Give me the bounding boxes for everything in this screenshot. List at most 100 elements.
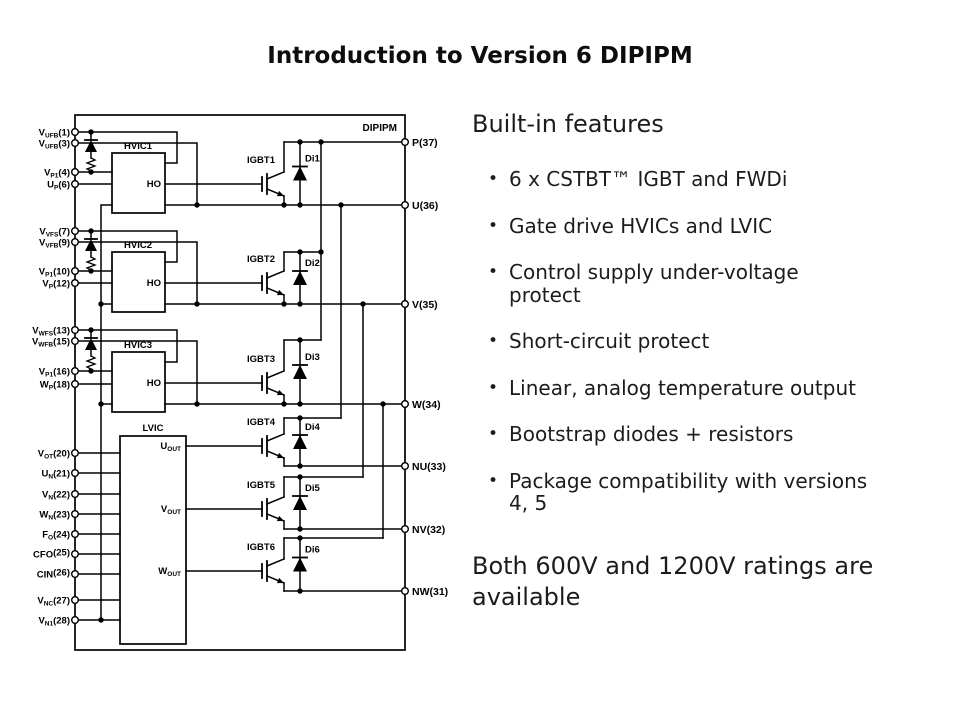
junction-dot xyxy=(297,535,303,541)
junction-dot xyxy=(88,129,94,135)
igbt-label: IGBT6 xyxy=(247,542,275,553)
bullet-icon: • xyxy=(488,169,499,189)
wire xyxy=(74,131,178,164)
symbol-fill xyxy=(276,190,284,197)
pin-circle xyxy=(70,179,79,188)
pin-label: FO(24) xyxy=(42,530,70,542)
symbol-fill xyxy=(293,496,307,510)
pin-circle xyxy=(70,167,79,176)
pin-circle xyxy=(401,462,410,471)
feature-item: • 6 x CSTBT™ IGBT and FWDi xyxy=(488,168,950,191)
junction-dot xyxy=(297,401,303,407)
feature-item: •Short-circuit protect xyxy=(488,330,950,353)
pin-label: VWFB(15) xyxy=(32,337,70,349)
symbol-fill xyxy=(276,289,284,296)
symbol-fill xyxy=(276,515,284,522)
symbol-fill xyxy=(276,452,284,459)
block-name: HVIC1 xyxy=(124,141,153,152)
pin-circle xyxy=(70,337,79,346)
feature-item-text: 6 x CSTBT™ IGBT and FWDi xyxy=(509,167,788,191)
symbol-fill xyxy=(293,271,307,285)
symbol-fill xyxy=(85,239,97,251)
pin-label: VVFB(9) xyxy=(39,238,70,250)
feature-item-text: Gate drive HVICs and LVIC xyxy=(509,213,773,238)
pin-label: V(35) xyxy=(412,299,438,311)
junction-dot xyxy=(297,463,303,469)
bullet-icon: • xyxy=(488,377,499,398)
junction-dot xyxy=(281,401,287,407)
pin-label: NU(33) xyxy=(412,461,446,473)
hvic-box xyxy=(111,152,166,214)
block-name: HVIC2 xyxy=(124,240,152,251)
diode-label: Di6 xyxy=(305,545,320,556)
diode-label: Di4 xyxy=(305,422,321,433)
pin-label: U(36) xyxy=(412,200,438,212)
igbt-label: IGBT3 xyxy=(247,354,275,365)
feature-item: •Bootstrap diodes + resistors xyxy=(488,423,950,446)
pin-label: VP1(4) xyxy=(44,168,70,180)
junction-dot xyxy=(88,169,94,175)
diode-label: Di1 xyxy=(305,154,321,165)
features-panel: Built-in features •6 x CSTBT™ IGBT and F… xyxy=(472,110,950,637)
junction-dot xyxy=(98,401,104,407)
pin-label: WP(18) xyxy=(40,380,70,392)
igbt-symbol xyxy=(266,433,285,442)
junction-dot xyxy=(297,301,303,307)
pin-circle xyxy=(70,449,79,458)
pin-circle xyxy=(70,510,79,519)
pin-label: VUFB(1) xyxy=(39,128,70,140)
junction-dot xyxy=(318,139,324,145)
pin-label: UN(21) xyxy=(42,469,70,481)
circuit-svg: DIPIPMHVIC1HOHVIC2HOHVIC3HOLVICUOUTVOUTW… xyxy=(32,114,448,651)
pin-circle xyxy=(70,237,79,246)
pin-circle xyxy=(70,127,79,136)
igbt-symbol xyxy=(266,496,285,505)
junction-dot xyxy=(281,301,287,307)
junction-dot xyxy=(88,327,94,333)
junction-dot xyxy=(98,617,104,623)
junction-dot xyxy=(297,474,303,480)
feature-item-text: Bootstrap diodes + resistors xyxy=(509,422,794,446)
pin-circle xyxy=(70,570,79,579)
symbol-fill xyxy=(293,166,307,181)
feature-item: •Control supply under-voltage protect xyxy=(488,261,950,306)
pin-label: UP(6) xyxy=(47,180,70,192)
bullet-icon: • xyxy=(488,262,499,282)
diode-label: Di5 xyxy=(305,483,321,494)
junction-dot xyxy=(297,588,303,594)
igbt-label: IGBT2 xyxy=(247,254,275,265)
pin-label: NW(31) xyxy=(412,586,448,598)
pin-circle xyxy=(401,400,410,409)
page-title: Introduction to Version 6 DIPIPM xyxy=(267,43,693,70)
igbt-symbol xyxy=(266,270,285,279)
block-output-label: HO xyxy=(147,179,161,190)
pin-label: CIN(26) xyxy=(37,568,70,581)
pin-circle xyxy=(70,380,79,389)
bullet-icon: • xyxy=(488,215,499,236)
igbt-label: IGBT4 xyxy=(247,417,276,428)
pin-circle xyxy=(70,550,79,559)
pin-circle xyxy=(70,267,79,276)
wire xyxy=(74,230,178,263)
block-output-label: UOUT xyxy=(160,441,181,453)
wire xyxy=(74,329,178,363)
pin-label: VVFS(7) xyxy=(39,227,70,239)
symbol-fill xyxy=(293,365,307,379)
igbt-symbol xyxy=(266,171,285,180)
symbol-fill xyxy=(293,557,307,572)
junction-dot xyxy=(88,228,94,234)
pin-circle xyxy=(401,137,410,146)
pin-label: VP(12) xyxy=(42,279,70,291)
feature-item-text: Linear, analog temperature output xyxy=(509,375,856,400)
pin-label: W(34) xyxy=(412,399,441,411)
pin-circle xyxy=(70,367,79,376)
block-output-label: WOUT xyxy=(158,566,181,578)
pin-label: VP1(10) xyxy=(39,267,70,279)
igbt-symbol xyxy=(266,558,285,567)
junction-dot xyxy=(297,139,303,145)
pin-label: VN1(28) xyxy=(38,616,70,628)
igbt-symbol xyxy=(266,370,285,379)
bullet-icon: • xyxy=(488,470,499,491)
pin-circle xyxy=(401,587,410,596)
